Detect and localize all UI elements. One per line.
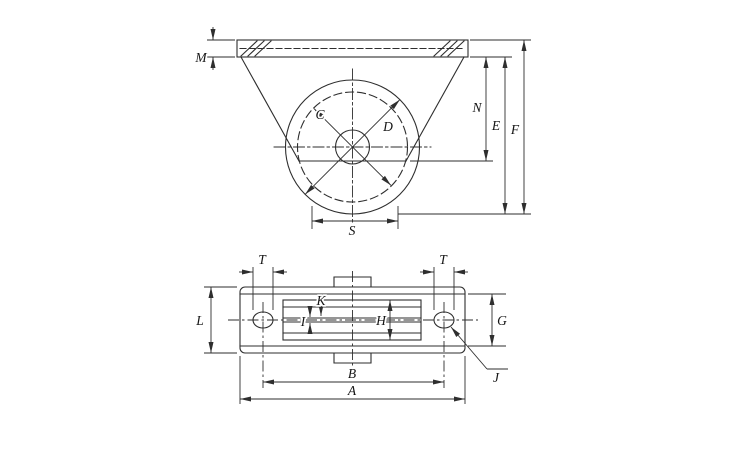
dim-F: F [470, 39, 531, 214]
dim-label-s: S [349, 223, 356, 238]
dim-M: M [193, 27, 235, 70]
dim-D: D [304, 99, 401, 195]
dimension-line [304, 99, 401, 195]
hatch-line [240, 40, 258, 57]
dim-label-n: N [471, 100, 482, 115]
dim-A: A [239, 356, 466, 404]
plate-outline [236, 39, 469, 58]
dim-label-b: B [348, 366, 356, 381]
hatch-line [254, 40, 272, 57]
dim-J: J [450, 326, 508, 387]
hatch-line [440, 40, 458, 57]
dim-label-a: A [347, 383, 357, 398]
hatch-line [433, 40, 451, 57]
dim-label-e: E [491, 118, 501, 133]
dim-label-f: F [510, 122, 520, 137]
dim-label-t-left: T [258, 252, 267, 267]
hatch-line [247, 40, 265, 57]
dim-L: L [193, 286, 237, 354]
plate-hatch-right [433, 40, 465, 57]
dim-G: G [468, 293, 509, 347]
plan-view: T T L G K I [193, 250, 509, 404]
dim-B: B [263, 364, 444, 385]
dim-label-m: M [194, 50, 207, 65]
plate-hatch-left [240, 40, 272, 57]
dim-label-c: C [315, 107, 325, 122]
dim-N: N [410, 56, 512, 162]
front-view: M C D N E F S [193, 27, 531, 240]
dim-label-i: I [300, 314, 307, 329]
dim-label-k: K [315, 293, 326, 308]
dim-E: E [398, 57, 531, 215]
bracket-right-edge [405, 56, 465, 162]
dim-I: I [298, 306, 313, 334]
plan-wheel [282, 299, 422, 341]
leader-line [450, 326, 488, 370]
dim-label-t-right: T [439, 252, 448, 267]
plan-center-lines [228, 271, 478, 388]
dim-T-left: T [239, 250, 287, 310]
dim-label-g: G [497, 313, 507, 328]
dim-H: H [373, 300, 393, 340]
hatch-line [447, 40, 465, 57]
bracket-left-edge [240, 56, 300, 162]
dim-label-j: J [493, 370, 500, 385]
dim-label-l: L [195, 313, 204, 328]
dim-K: K [314, 291, 328, 316]
dim-label-h: H [375, 313, 387, 328]
dim-T-right: T [420, 250, 468, 310]
dim-S: S [311, 206, 399, 240]
top-mounting-plate [236, 39, 469, 58]
dim-label-d: D [382, 119, 393, 134]
